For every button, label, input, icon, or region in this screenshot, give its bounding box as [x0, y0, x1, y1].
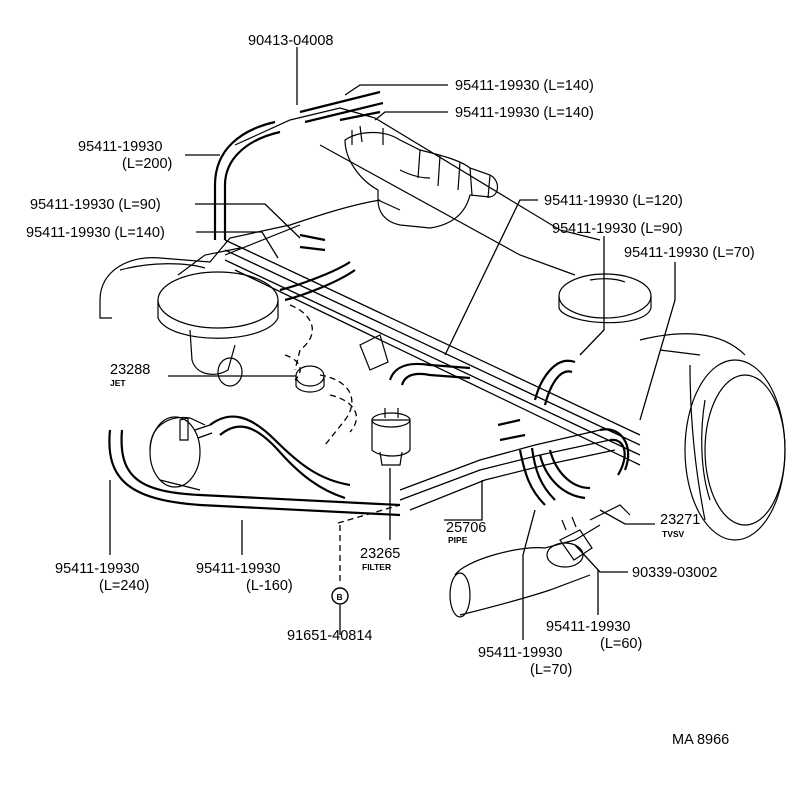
callout-hose-l70b-part: 95411-19930 — [478, 645, 562, 661]
callout-hose-l160-length: (L-160) — [246, 578, 293, 594]
callout-hose-l60-part: 95411-19930 — [546, 619, 630, 635]
engine-drawing — [99, 107, 786, 618]
callout-hose-l140-a: 95411-19930 (L=140) — [455, 78, 594, 94]
leader-lines — [109, 47, 676, 640]
callout-hose-l240-length: (L=240) — [99, 578, 149, 594]
vacuum-pipe-bundle — [224, 239, 641, 511]
callout-23288-desc: JET — [110, 378, 126, 388]
callout-90339-03002: 90339-03002 — [632, 565, 717, 581]
callout-hose-l120: 95411-19930 (L=120) — [544, 193, 683, 209]
vacuum-hoses — [108, 90, 630, 517]
callout-b-marker: B — [331, 587, 349, 605]
cooling-fan — [639, 333, 786, 541]
callout-90413-04008: 90413-04008 — [248, 33, 333, 49]
callout-hose-l70b-length: (L=70) — [530, 662, 572, 678]
callout-hose-l90-a: 95411-19930 (L=90) — [30, 197, 161, 213]
callout-25706-desc: PIPE — [448, 535, 468, 545]
distributor — [344, 125, 499, 229]
callout-hose-l140-c: 95411-19930 (L=140) — [26, 225, 165, 241]
hidden-hose-routes — [284, 304, 401, 585]
callout-91651-40814: 91651-40814 — [287, 628, 372, 644]
callout-hose-l70-a: 95411-19930 (L=70) — [624, 245, 755, 261]
callout-23288: 23288 — [110, 362, 150, 378]
air-cleaner — [157, 247, 279, 387]
charcoal-canister — [149, 416, 213, 491]
callout-hose-l240-part: 95411-19930 — [55, 561, 139, 577]
callout-23271: 23271 — [660, 512, 700, 528]
callout-hose-l140-b: 95411-19930 (L=140) — [455, 105, 594, 121]
oil-filler-cap — [558, 273, 652, 324]
callout-hose-l200-length: (L=200) — [122, 156, 172, 172]
tvsv-part — [559, 516, 593, 561]
marker-b-letter: B — [337, 592, 343, 602]
callout-hose-l90-b: 95411-19930 (L=90) — [552, 221, 683, 237]
callout-labels: 90413-04008 95411-19930 (L=140) 95411-19… — [26, 33, 755, 748]
callout-23271-desc: TVSV — [662, 529, 685, 539]
callout-23265-desc: FILTER — [362, 562, 391, 572]
water-outlet — [449, 504, 631, 618]
callout-23265: 23265 — [360, 546, 400, 562]
callout-25706: 25706 — [446, 520, 486, 536]
callout-hose-l60-length: (L=60) — [600, 636, 642, 652]
callout-hose-l200-part: 95411-19930 — [78, 139, 162, 155]
filter-part — [371, 408, 411, 466]
drawing-id: MA 8966 — [672, 732, 729, 748]
callout-hose-l160-part: 95411-19930 — [196, 561, 280, 577]
